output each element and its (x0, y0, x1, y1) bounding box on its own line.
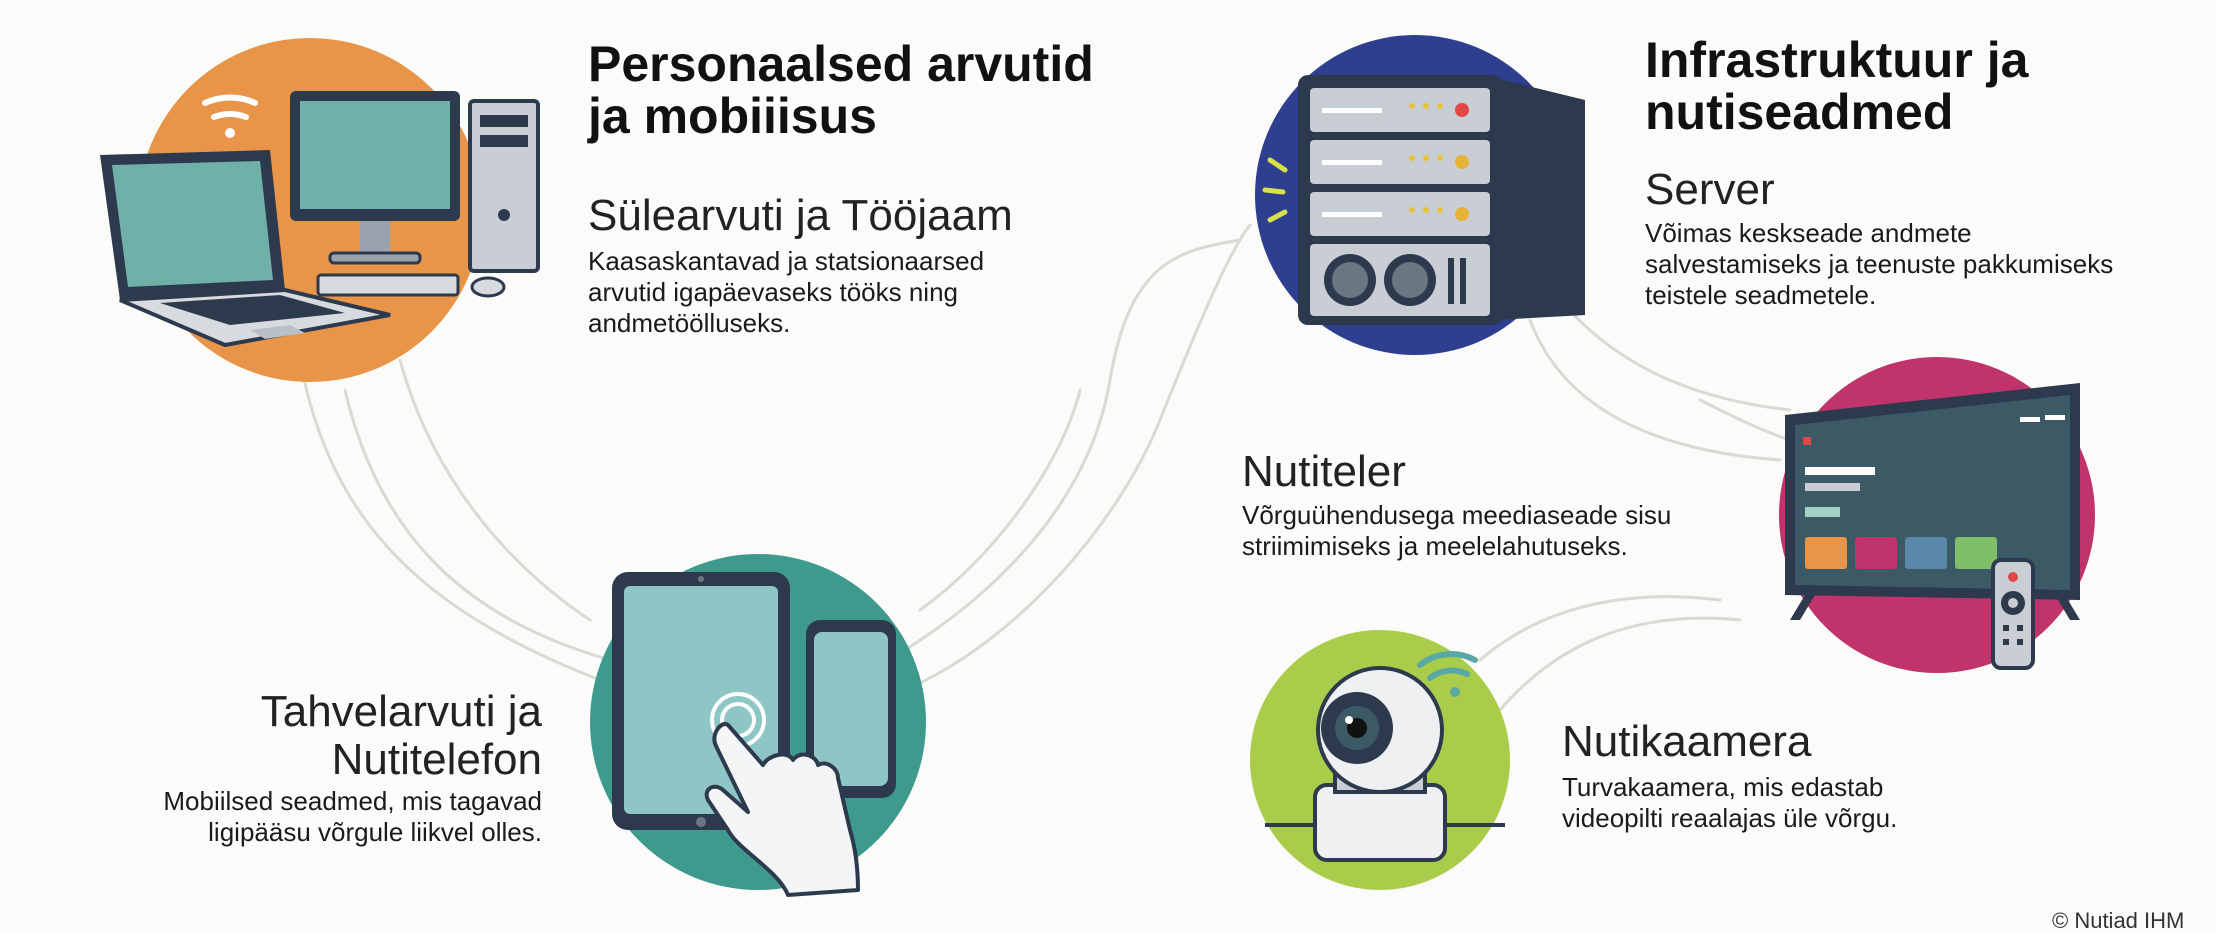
wifi-icon (202, 94, 258, 138)
device-description-laptop-workstation: Kaasaskantavad ja statsionaarsed arvutid… (588, 246, 985, 338)
connector-line (918, 388, 1082, 612)
connector-line (1478, 595, 1722, 662)
device-title-tablet-phone: Tahvelarvuti ja Nutitelefon (260, 687, 542, 784)
desktop-computer-icon (290, 91, 540, 298)
laptop-workstation-illustration (90, 25, 560, 385)
section-heading-infra: Infrastruktuur ja nutiseadmed (1645, 32, 2029, 140)
device-description-smart-tv: Võrguühendusega meediaseade sisu striimi… (1242, 500, 1672, 561)
section-heading-personal: Personaalsed arvutid ja mobiiisus (588, 36, 1094, 144)
device-title-smart-camera: Nutikaamera (1562, 717, 1812, 766)
connector-line (298, 358, 602, 682)
tv-icon (1785, 383, 2080, 620)
device-title-laptop-workstation: Sülearvuti ja Tööjaam (588, 191, 1013, 240)
smartphone-icon (806, 620, 896, 798)
connector-line (343, 388, 612, 662)
tv-illustration (1775, 355, 2105, 675)
connector-line (1558, 298, 1792, 412)
server-rack-icon (1298, 75, 1585, 325)
image-credit: © Nutiad IHM (2052, 908, 2185, 933)
security-camera-icon (1313, 666, 1447, 862)
device-description-tablet-phone: Mobiilsed seadmed, mis tagavad ligipääsu… (163, 786, 542, 847)
device-title-server: Server (1645, 165, 1775, 214)
hand-touch-icon (704, 692, 860, 897)
remote-control-icon (1991, 558, 2035, 670)
device-title-smart-tv: Nutiteler (1242, 447, 1406, 496)
laptop-icon (100, 150, 391, 348)
wifi-icon (1417, 651, 1478, 697)
connector-line (1698, 398, 1792, 442)
connector-line (1498, 616, 1742, 712)
server-illustration (1240, 30, 1600, 370)
tablet-phone-illustration (588, 550, 938, 900)
connector-line (903, 238, 1242, 652)
connector-line (903, 223, 1252, 692)
device-description-smart-camera: Turvakaamera, mis edastab videopilti rea… (1562, 772, 1898, 833)
connector-line (1528, 318, 1782, 462)
connector-line (398, 358, 592, 622)
device-description-server: Võimas keskseade andmete salvestamiseks … (1645, 218, 2114, 310)
camera-illustration (1245, 620, 1535, 910)
